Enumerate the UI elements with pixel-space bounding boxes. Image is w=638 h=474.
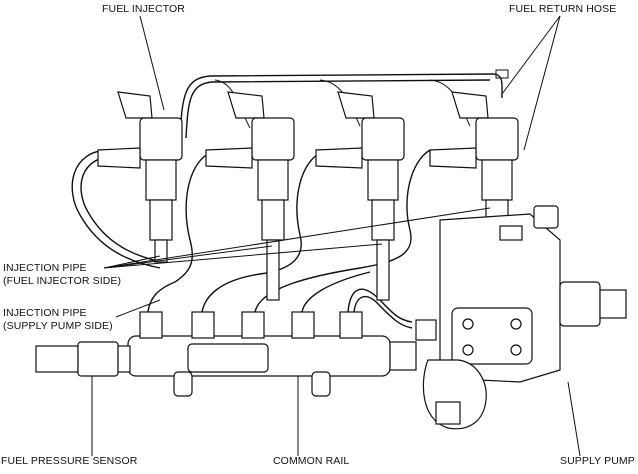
label-fuel-return-hose: FUEL RETURN HOSE [509, 3, 617, 15]
common-rail [127, 311, 391, 397]
leader-lines [91, 15, 581, 457]
fuel-injector-4 [429, 91, 519, 221]
label-injection-pipe-injector-side-line1: INJECTION PIPE [3, 262, 87, 274]
label-injection-pipe-pump-side-line2: (SUPPLY PUMP SIDE) [3, 320, 113, 332]
label-injection-pipe-pump-side-line1: INJECTION PIPE [3, 307, 87, 319]
fuel-injector-3 [315, 91, 405, 301]
supply-pump [422, 205, 627, 430]
injection-pipes-injector-side [71, 149, 431, 313]
fuel-injector-1 [97, 91, 183, 263]
label-supply-pump: SUPPLY PUMP [560, 455, 635, 467]
label-common-rail: COMMON RAIL [273, 455, 350, 467]
rail-end-fitting [389, 319, 437, 371]
fuel-pressure-sensor [35, 341, 131, 377]
label-injection-pipe-injector-side-line2: (FUEL INJECTOR SIDE) [3, 275, 122, 287]
label-fuel-pressure-sensor: FUEL PRESSURE SENSOR [1, 455, 138, 467]
label-fuel-injector: FUEL INJECTOR [102, 3, 185, 15]
fuel-injector-2 [205, 91, 295, 301]
